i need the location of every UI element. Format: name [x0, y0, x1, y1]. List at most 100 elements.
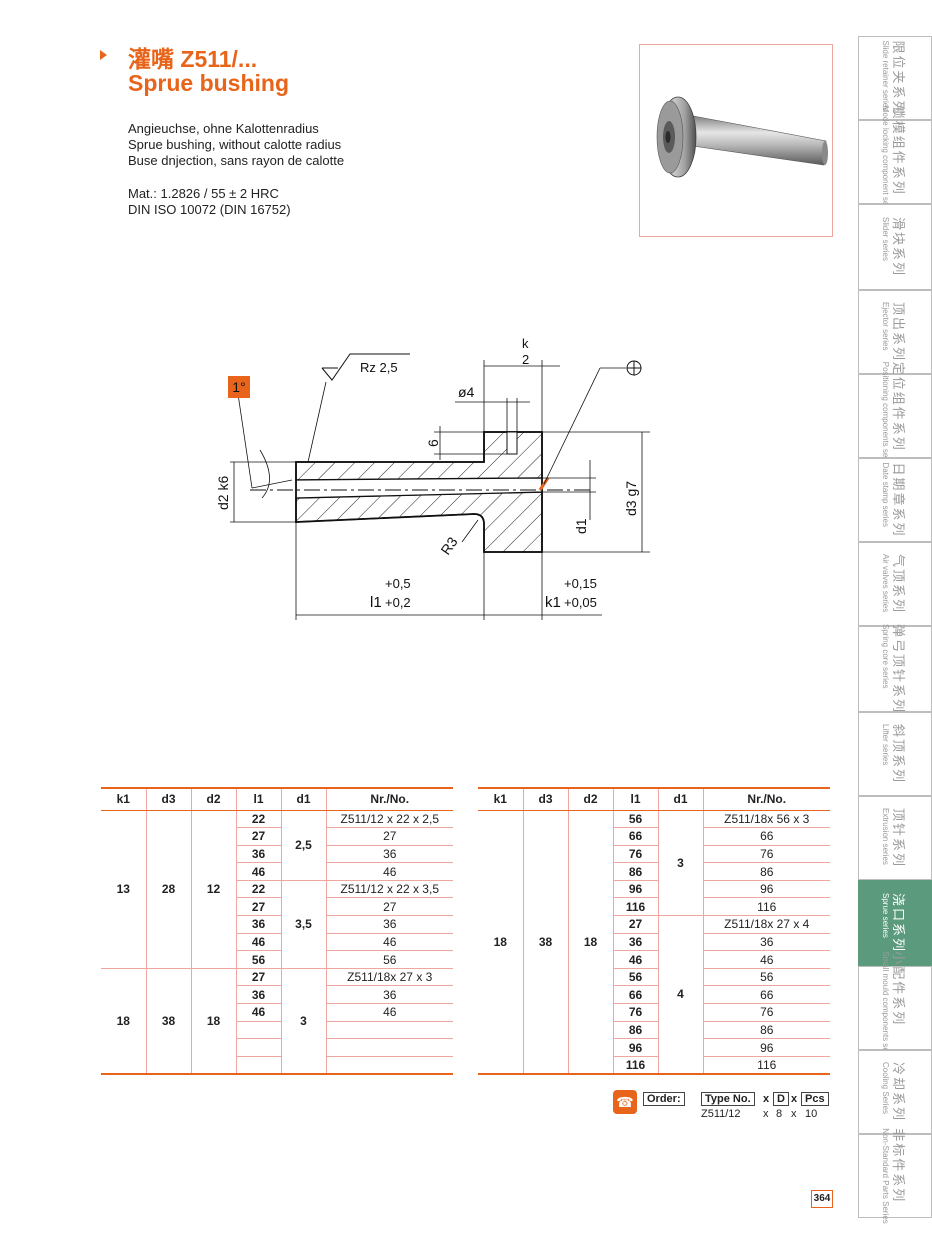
cell-l1: 86: [612, 1021, 658, 1040]
cell-nr: 27: [325, 897, 453, 917]
cell-nr: 116: [702, 1056, 830, 1075]
cell-l1: 27: [235, 968, 281, 987]
cell-l1: 46: [235, 1003, 281, 1022]
table-row: [101, 1038, 453, 1057]
k1-tol-up: +0,15: [564, 576, 597, 591]
order-example-type: Z511/12: [701, 1108, 741, 1120]
sprue-bushing-image: [656, 96, 828, 178]
header-nr: Nr./No.: [702, 787, 830, 811]
cell-d2: 12: [190, 810, 236, 969]
cell-l1: 46: [612, 950, 658, 969]
table-row: 66 66: [478, 985, 830, 1005]
lower-body-section: [295, 491, 543, 553]
cell-nr: [325, 1038, 453, 1057]
order-example-x-1: x: [763, 1108, 769, 1120]
header-l1: l1: [612, 787, 658, 811]
r3-label: R3: [437, 534, 460, 558]
header-d3: d3: [522, 787, 568, 811]
table-row: 96 96: [478, 1038, 830, 1057]
description-fr: Buse dnjection, sans rayon de calotte: [128, 153, 345, 168]
pin-hole: [506, 431, 518, 455]
cell-d2: 18: [190, 968, 236, 1075]
cell-nr: 36: [702, 933, 830, 952]
cell-nr: 76: [702, 1003, 830, 1022]
cell-l1: 56: [235, 950, 281, 969]
description-de: Angieuchse, ohne Kalottenradius: [128, 121, 319, 136]
header-d1: d1: [657, 787, 703, 811]
cell-l1: 46: [235, 862, 281, 881]
cell-d1: 3: [280, 968, 326, 1075]
phone-icon: ☎: [613, 1090, 637, 1114]
cell-nr: 46: [325, 862, 453, 881]
material-info: Mat.: 1.2826 / 55 ± 2 HRC DIN ISO 10072 …: [128, 186, 291, 218]
cell-l1: [235, 1021, 281, 1040]
cell-l1: 66: [612, 827, 658, 846]
cell-d1: 3: [657, 810, 703, 917]
cell-d1: 3,5: [280, 880, 326, 969]
cell-nr: 66: [702, 827, 830, 846]
cell-k1: 18: [101, 968, 146, 1075]
table-header-row: k1 d3 d2 l1 d1 Nr./No.: [101, 787, 453, 811]
cell-l1: 27: [235, 827, 281, 846]
angle-label: 1°: [232, 379, 245, 395]
cell-l1: 22: [235, 810, 281, 829]
cell-k1: 13: [101, 810, 146, 969]
d2-label: d2 k6: [215, 476, 231, 510]
cell-l1: 22: [235, 880, 281, 899]
description: Angieuchse, ohne Kalottenradius Sprue bu…: [128, 121, 344, 169]
cell-nr: 96: [702, 1038, 830, 1057]
table-row: 18 38 18 56 3 Z511/18x 56 x 3: [478, 810, 830, 1075]
cell-d1: 2,5: [280, 810, 326, 881]
cell-l1: 116: [612, 1056, 658, 1075]
k1-label: k1: [545, 594, 561, 611]
cell-l1: 46: [235, 933, 281, 952]
order-example-d: 8: [776, 1108, 783, 1120]
l1-tol-down: +0,2: [385, 595, 411, 610]
cell-d1: 4: [657, 915, 703, 1075]
cell-nr: 66: [702, 985, 830, 1005]
cell-d2: 18: [567, 810, 613, 1075]
cell-l1: 76: [612, 845, 658, 864]
description-en: Sprue bushing, without calotte radius: [128, 137, 342, 152]
cell-nr: Z511/18x 27 x 3: [325, 968, 453, 987]
cell-l1: 96: [612, 880, 658, 899]
cell-nr: 46: [325, 933, 453, 952]
cell-l1: 66: [612, 985, 658, 1005]
cell-nr: 56: [325, 950, 453, 969]
cell-nr: [325, 1021, 453, 1040]
table-row: 116 116: [478, 1056, 830, 1075]
cell-nr: 116: [702, 897, 830, 917]
order-x-2: x: [791, 1093, 798, 1105]
cell-nr: 36: [325, 915, 453, 934]
cell-nr: 36: [325, 845, 453, 864]
k-value-label: 2: [522, 352, 529, 367]
cell-nr: 46: [702, 950, 830, 969]
order-d: D: [773, 1092, 789, 1106]
k1-tol-down: +0,05: [564, 595, 597, 610]
page-title: 灌嘴 Z511/...: [128, 46, 258, 72]
l1-tol-up: +0,5: [385, 576, 411, 591]
cell-nr: 56: [702, 968, 830, 987]
page-subtitle: Sprue bushing: [128, 70, 289, 96]
cell-l1: 27: [612, 915, 658, 934]
cell-l1: 96: [612, 1038, 658, 1057]
header-d2: d2: [567, 787, 613, 811]
